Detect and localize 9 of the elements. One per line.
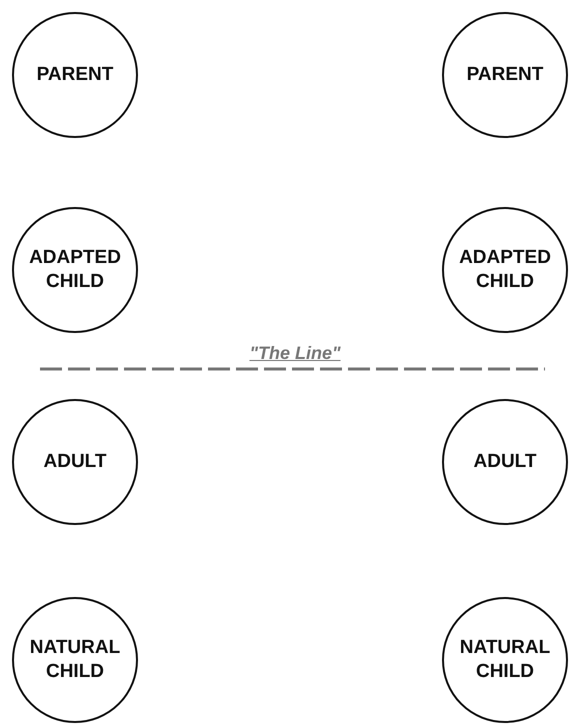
circle-label: ADAPTED CHILD (458, 246, 552, 294)
circle-label: PARENT (466, 63, 544, 87)
circle-label: NATURAL CHILD (458, 636, 552, 684)
circle-label: ADULT (42, 450, 108, 474)
circle-label: ADAPTED CHILD (28, 246, 122, 294)
circle-label: PARENT (36, 63, 114, 87)
circle-label: NATURAL CHILD (28, 636, 122, 684)
line-label: "The Line" (248, 343, 342, 364)
circle-label: ADULT (472, 450, 538, 474)
